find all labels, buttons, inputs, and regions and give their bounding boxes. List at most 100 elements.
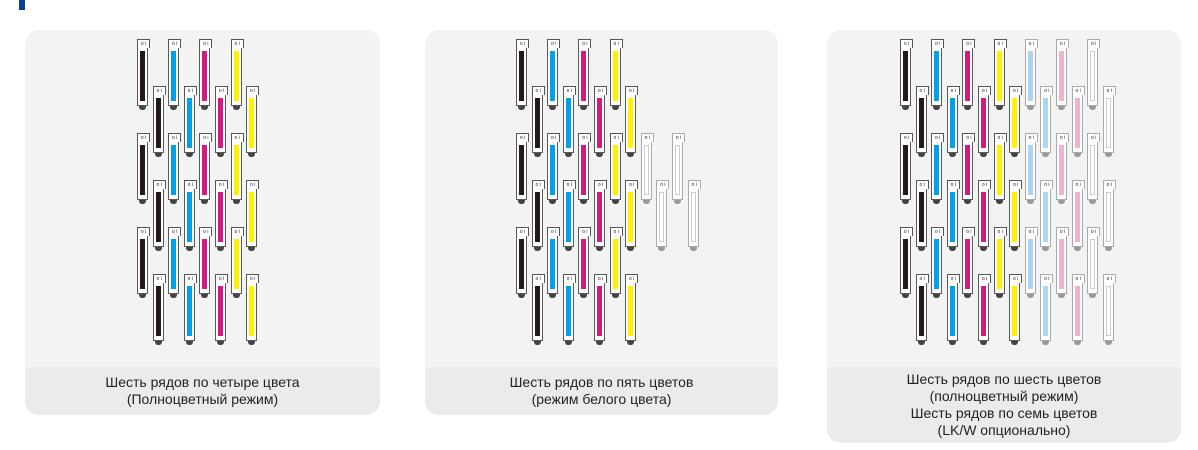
ink-cartridge-c: o i (946, 180, 960, 251)
cartridge-nozzle (902, 106, 909, 110)
ink-strip (965, 145, 971, 195)
cartridge-cap: o i (672, 133, 685, 142)
ink-strip (534, 192, 540, 242)
section-accent-bar (19, 0, 25, 10)
ink-strip (186, 286, 192, 336)
cartridge-nozzle (1011, 153, 1019, 157)
ink-strip (565, 98, 571, 148)
cartridge-nozzle (549, 106, 557, 110)
cartridge-nozzle (139, 200, 146, 204)
ink-strip (140, 145, 145, 195)
cartridge-nozzle (596, 153, 603, 157)
ink-strip (1012, 286, 1018, 336)
ink-cartridge-lm: o i (1056, 39, 1069, 110)
ink-cartridge-y: o i (1009, 180, 1023, 251)
ink-strip (249, 192, 255, 242)
ink-strip (581, 51, 587, 101)
ink-strip (628, 286, 634, 336)
ink-cartridge-m: o i (199, 39, 213, 110)
cartridge-cap: o i (516, 39, 529, 48)
cartridge-nozzle (933, 106, 941, 110)
cartridge-cap: o i (199, 133, 213, 142)
ink-strip (1059, 145, 1064, 195)
cartridge-cap: o i (1056, 133, 1069, 142)
ink-strip (949, 98, 955, 148)
caption-line: Шесть рядов по шесть цветов (906, 371, 1102, 387)
ink-cartridge-y: o i (993, 227, 1007, 298)
ink-cartridge-y: o i (246, 180, 260, 251)
cartridge-cap: o i (547, 227, 561, 236)
cartridge-cap: o i (609, 39, 623, 48)
cartridge-nozzle (1058, 106, 1065, 110)
cartridge-nozzle (1073, 247, 1081, 251)
ink-strip (981, 192, 986, 242)
cartridge-nozzle (627, 153, 635, 157)
cartridge-cap: o i (978, 86, 991, 95)
cartridge-cap: o i (199, 227, 213, 236)
cartridge-nozzle (1058, 294, 1065, 298)
cartridge-cap: o i (183, 86, 197, 95)
ink-strip (534, 286, 540, 336)
ink-cartridge-m: o i (578, 133, 592, 204)
cartridge-cap: o i (215, 86, 228, 95)
ink-cartridge-k: o i (915, 86, 929, 157)
caption-line: Шесть рядов по четыре цвета (105, 374, 300, 390)
ink-strip (519, 51, 524, 101)
ink-cartridge-w: o i (1087, 227, 1101, 298)
cartridge-cap: o i (1102, 274, 1116, 283)
cartridge-cap: o i (1056, 227, 1069, 236)
cartridge-nozzle (917, 153, 925, 157)
ink-cartridge-m: o i (978, 274, 991, 345)
cartridge-nozzle (248, 247, 256, 251)
ink-strip (249, 286, 255, 336)
cartridge-nozzle (1104, 341, 1112, 345)
ink-cartridge-y: o i (246, 274, 260, 345)
ink-cartridge-y: o i (625, 86, 639, 157)
ink-cartridge-y: o i (609, 133, 623, 204)
ink-cartridge-m: o i (594, 180, 607, 251)
cartridge-cap: o i (516, 133, 529, 142)
cartridge-cap: o i (1024, 133, 1038, 142)
cartridge-cap: o i (152, 180, 166, 189)
cartridge-nozzle (948, 341, 956, 345)
cartridge-cap: o i (1024, 39, 1038, 48)
cartridge-cap: o i (931, 133, 945, 142)
ink-cartridge-lm: o i (1056, 133, 1069, 204)
caption-line: (полноцветный режим) (929, 388, 1079, 404)
cartridge-nozzle (995, 294, 1003, 298)
ink-cartridge-k: o i (531, 274, 545, 345)
cartridge-nozzle (518, 200, 525, 204)
cartridge-nozzle (154, 153, 162, 157)
ink-cartridge-lm: o i (1071, 86, 1085, 157)
ink-strip (981, 98, 986, 148)
ink-strip (218, 286, 223, 336)
cartridge-nozzle (1089, 106, 1097, 110)
cartridge-nozzle (1104, 153, 1112, 157)
cartridge-cap: o i (625, 86, 639, 95)
cartridge-nozzle (1042, 247, 1050, 251)
cartridge-cap: o i (946, 274, 960, 283)
ink-cartridge-w: o i (1087, 39, 1101, 110)
cartridge-nozzle (549, 200, 557, 204)
ink-strip (565, 286, 571, 336)
cartridge-nozzle (580, 294, 588, 298)
ink-strip (996, 145, 1002, 195)
cartridge-nozzle (1011, 341, 1019, 345)
cartridge-cap: o i (978, 180, 991, 189)
ink-cartridge-c: o i (946, 274, 960, 345)
cartridge-nozzle (564, 153, 572, 157)
ink-cartridge-y: o i (609, 39, 623, 110)
ink-strip (550, 145, 556, 195)
cartridge-nozzle (596, 341, 603, 345)
cartridge-cap: o i (594, 274, 607, 283)
cartridge-nozzle (980, 153, 987, 157)
cartridge-cap: o i (199, 39, 213, 48)
ink-strip (1043, 192, 1049, 242)
cartridge-cap: o i (915, 180, 929, 189)
ink-strip (1043, 286, 1049, 336)
cartridge-nozzle (1026, 294, 1034, 298)
ink-strip (155, 192, 161, 242)
cartridge-nozzle (185, 153, 193, 157)
